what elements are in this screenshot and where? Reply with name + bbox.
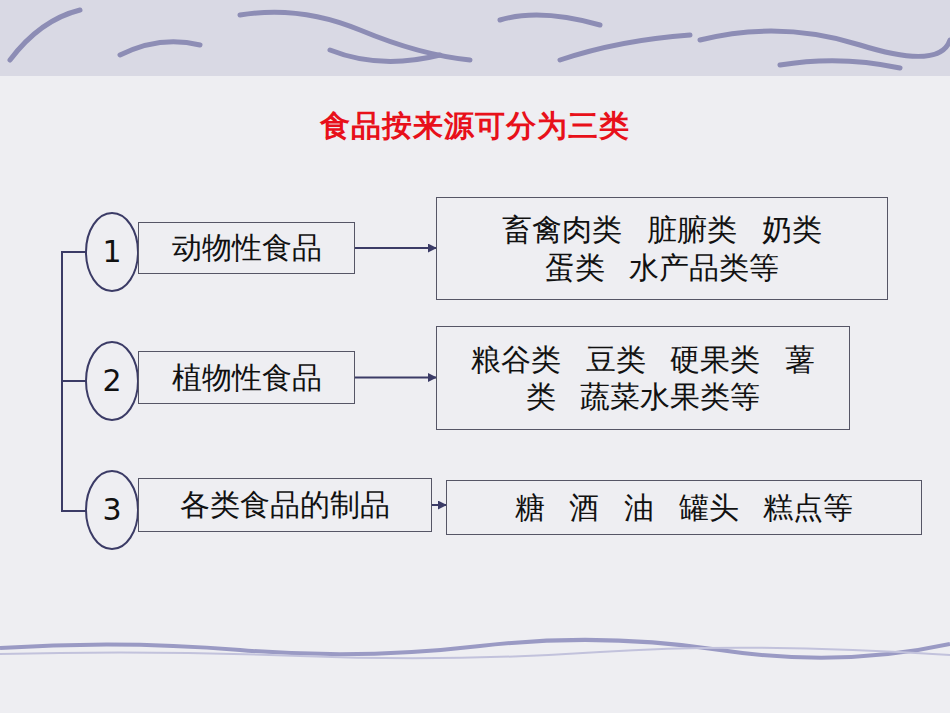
category-box: 糖 酒 油 罐头 糕点等	[446, 480, 922, 535]
circle-ellipse	[86, 342, 138, 420]
diagram-title: 食品按来源可分为三类	[0, 106, 950, 147]
callout-number: 2	[102, 362, 121, 400]
category-text: 动物性食品	[172, 229, 322, 267]
category-box: 动物性食品	[138, 222, 355, 274]
wave	[240, 12, 470, 60]
category-box: 粮谷类 豆类 硬果类 薯类 蔬菜水果类等	[436, 326, 850, 430]
category-text: 各类食品的制品	[180, 486, 390, 524]
category-text: 畜禽肉类 脏腑类 奶类 蛋类 水产品类等	[482, 211, 842, 286]
category-text: 植物性食品	[172, 359, 322, 397]
callout-number: 3	[102, 491, 121, 529]
bracket-line	[62, 252, 86, 511]
wave	[560, 35, 690, 60]
circle-ellipse	[86, 471, 138, 549]
arrow-connector	[432, 504, 446, 506]
arrow-connector	[355, 377, 436, 379]
wave	[120, 42, 200, 55]
bracket	[62, 252, 86, 511]
wave	[10, 10, 80, 60]
number-circle: 2	[85, 341, 139, 421]
top-band	[0, 0, 950, 76]
circle-ellipse	[86, 213, 138, 291]
category-box: 畜禽肉类 脏腑类 奶类 蛋类 水产品类等	[436, 197, 888, 300]
wave	[330, 50, 440, 61]
callout-number: 1	[102, 233, 121, 271]
bottom-wave	[0, 640, 950, 658]
category-text: 糖 酒 油 罐头 糕点等	[515, 489, 853, 527]
category-box: 各类食品的制品	[138, 478, 432, 532]
bracket-line	[62, 380, 86, 382]
category-text: 粮谷类 豆类 硬果类 薯类 蔬菜水果类等	[458, 341, 828, 416]
wave	[780, 61, 900, 68]
arrow-connector	[355, 247, 436, 249]
number-circle: 1	[85, 212, 139, 292]
top-waves	[10, 10, 950, 68]
wave	[700, 31, 950, 56]
bottom-wave	[0, 648, 950, 659]
category-box: 植物性食品	[138, 351, 355, 404]
number-circle: 3	[85, 470, 139, 550]
wave	[500, 15, 600, 25]
